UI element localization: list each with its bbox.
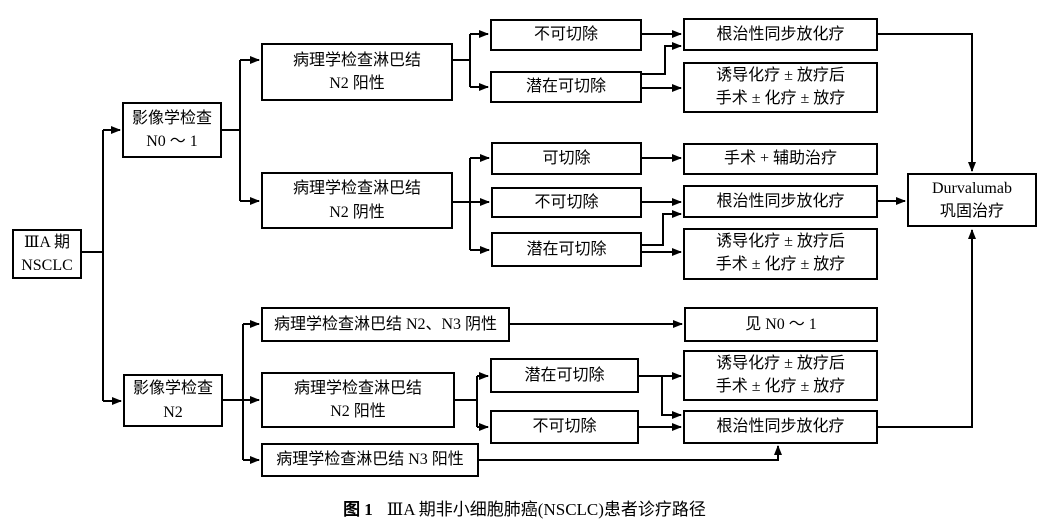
node-text: 影像学检查 <box>131 109 212 127</box>
node-text: 可切除 <box>542 149 591 167</box>
node-pathology-n2-negative: 病理学检查淋巴结 N2 阴性 <box>261 172 453 229</box>
node-text: 潜在可切除 <box>526 240 607 258</box>
node-text: 不可切除 <box>532 418 597 436</box>
node-text: 诱导化疗 ± 放疗后 <box>716 233 845 251</box>
node-text: 病理学检查淋巴结 N3 阳性 <box>276 451 464 469</box>
node-text: N0 ～ 1 <box>146 133 198 150</box>
node-text: 手术 ± 化疗 ± 放疗 <box>715 377 846 395</box>
node-text: 不可切除 <box>534 193 599 211</box>
node-text: 病理学检查淋巴结 <box>292 51 421 69</box>
node-imaging-n2: 影像学检查 N2 <box>123 374 223 427</box>
node-text: 根治性同步放化疗 <box>716 418 845 436</box>
node-unresectable-top: 不可切除 <box>490 19 642 51</box>
node-potentially-resectable-top: 潜在可切除 <box>490 71 642 103</box>
node-text: 根治性同步放化疗 <box>716 192 845 210</box>
figure-caption-text: ⅢA 期非小细胞肺癌(NSCLC)患者诊疗路径 <box>386 500 706 519</box>
node-imaging-n0-1: 影像学检查 N0 ～ 1 <box>122 102 222 158</box>
node-text: N2 阳性 <box>329 75 385 92</box>
node-stage-iiia-nsclc: ⅢA 期 NSCLC <box>12 229 82 279</box>
figure-caption: 图 1 ⅢA 期非小细胞肺癌(NSCLC)患者诊疗路径 <box>0 495 1049 520</box>
node-text: 影像学检查 <box>132 380 213 398</box>
node-text: ⅢA 期 <box>23 233 71 251</box>
node-unresectable-mid: 不可切除 <box>491 187 642 218</box>
node-resectable-mid: 可切除 <box>491 142 642 175</box>
node-text: 病理学检查淋巴结 N2、N3 阴性 <box>273 315 498 333</box>
node-pathology-n3-positive: 病理学检查淋巴结 N3 阳性 <box>261 443 479 477</box>
node-pathology-n2-positive-bottom: 病理学检查淋巴结 N2 阳性 <box>261 372 455 428</box>
node-text: 手术 ± 化疗 ± 放疗 <box>715 256 846 273</box>
node-text: 不可切除 <box>533 26 598 44</box>
node-induction-therapy-mid: 诱导化疗 ± 放疗后 手术 ± 化疗 ± 放疗 <box>683 228 878 280</box>
node-text: 手术 ± 化疗 ± 放疗 <box>715 89 846 107</box>
node-unresectable-bottom: 不可切除 <box>490 410 639 444</box>
node-pathology-n2-n3-negative: 病理学检查淋巴结 N2、N3 阴性 <box>261 307 510 342</box>
node-induction-therapy-top: 诱导化疗 ± 放疗后 手术 ± 化疗 ± 放疗 <box>683 62 878 113</box>
node-text: N2 阴性 <box>329 203 385 221</box>
node-text: 病理学检查淋巴结 <box>293 379 422 397</box>
node-text: 见 N0 ～ 1 <box>745 315 817 333</box>
arrow-ccrt-bot-to-durvalumab <box>878 229 976 428</box>
node-durvalumab-consolidation: Durvalumab 巩固治疗 <box>907 173 1037 227</box>
arrow-potres-top-to-ccrt-top <box>642 42 682 75</box>
node-ccrt-mid: 根治性同步放化疗 <box>683 185 878 218</box>
node-induction-therapy-bottom: 诱导化疗 ± 放疗后 手术 ± 化疗 ± 放疗 <box>683 350 878 401</box>
node-text: 诱导化疗 ± 放疗后 <box>716 354 845 372</box>
node-surgery-adjuvant: 手术 + 辅助治疗 <box>683 143 878 175</box>
figure-caption-label: 图 1 <box>343 500 373 519</box>
node-text: Durvalumab <box>932 179 1012 197</box>
node-text: N2 阳性 <box>330 403 386 420</box>
node-ccrt-bottom: 根治性同步放化疗 <box>683 410 878 444</box>
node-see-n0-1: 见 N0 ～ 1 <box>684 307 878 342</box>
node-text: 潜在可切除 <box>525 78 606 96</box>
node-text: N2 <box>163 403 183 421</box>
node-text: 潜在可切除 <box>524 366 605 384</box>
node-text: 手术 + 辅助治疗 <box>723 150 838 168</box>
node-potentially-resectable-mid: 潜在可切除 <box>491 232 642 267</box>
arrow-n3-pos-to-ccrt-bot <box>479 445 782 461</box>
node-text: 巩固治疗 <box>939 203 1004 220</box>
arrow-potres-bot-to-ccrt-bot <box>639 375 682 419</box>
node-potentially-resectable-bottom: 潜在可切除 <box>490 358 639 393</box>
node-text: NSCLC <box>21 257 73 274</box>
node-text: 根治性同步放化疗 <box>716 25 845 43</box>
node-pathology-n2-positive-top: 病理学检查淋巴结 N2 阳性 <box>261 43 453 101</box>
node-ccrt-top: 根治性同步放化疗 <box>683 18 878 51</box>
arrow-potres-mid-to-ccrt-mid <box>642 210 682 246</box>
arrow-ccrt-top-to-durvalumab <box>878 33 976 172</box>
node-text: 病理学检查淋巴结 <box>292 180 421 198</box>
node-text: 诱导化疗 ± 放疗后 <box>716 66 845 84</box>
